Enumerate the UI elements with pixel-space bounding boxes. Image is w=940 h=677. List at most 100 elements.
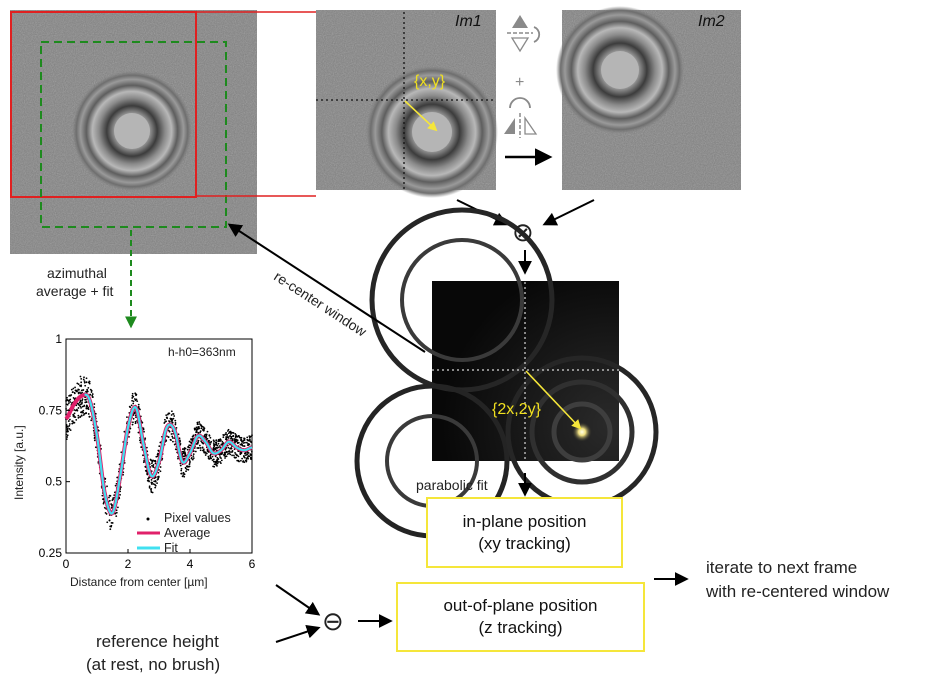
pixel-value-point xyxy=(205,452,208,455)
pixel-value-point xyxy=(66,436,69,438)
multiply-operator: ⊗ xyxy=(512,217,534,247)
inplane-line1: in-plane position xyxy=(462,512,587,531)
pixel-value-point xyxy=(157,477,160,480)
pixel-value-point xyxy=(167,429,170,432)
x-tick-label: 6 xyxy=(249,557,256,571)
pixel-value-point xyxy=(198,426,200,428)
pixel-value-point xyxy=(77,392,80,395)
pixel-value-point xyxy=(183,475,186,478)
pixel-value-point xyxy=(181,448,184,450)
outplane-line1: out-of-plane position xyxy=(443,596,598,615)
pixel-value-point xyxy=(244,452,247,454)
pixel-value-point xyxy=(213,445,216,448)
pixel-value-point xyxy=(137,431,140,434)
pixel-value-point xyxy=(85,412,87,414)
pixel-value-point xyxy=(86,390,89,393)
pixel-value-point xyxy=(215,461,217,463)
pixel-value-point xyxy=(238,460,240,463)
pixel-value-point xyxy=(235,434,238,437)
pixel-value-point xyxy=(87,386,90,389)
iterate-label-line1: iterate to next frame xyxy=(706,558,858,577)
pixel-value-point xyxy=(187,446,190,449)
pixel-value-point xyxy=(236,459,239,462)
pixel-value-point xyxy=(79,415,82,418)
pixel-value-point xyxy=(85,407,88,410)
pixel-value-point xyxy=(134,422,137,425)
pixel-value-point xyxy=(133,398,136,400)
pixel-value-point xyxy=(153,483,156,486)
pixel-value-point xyxy=(80,381,83,384)
pixel-value-point xyxy=(131,392,134,395)
pixel-value-point xyxy=(157,449,160,452)
pixel-value-point xyxy=(224,433,227,436)
pixel-value-point xyxy=(188,440,191,443)
flip-horizontal-icon xyxy=(504,97,538,138)
outplane-position-box: out-of-plane position (z tracking) xyxy=(396,582,645,652)
pixel-value-point xyxy=(200,440,203,442)
pixel-value-point xyxy=(178,439,181,442)
pixel-value-point xyxy=(214,455,217,458)
pixel-value-point xyxy=(189,441,192,444)
pixel-value-point xyxy=(147,477,150,480)
pixel-value-point xyxy=(67,402,70,405)
pixel-value-point xyxy=(77,407,80,409)
pixel-value-point xyxy=(232,434,235,437)
im2-to-multiply-arrow xyxy=(542,199,595,226)
pixel-value-point xyxy=(122,473,124,476)
pixel-value-point xyxy=(135,393,138,396)
pixel-value-point xyxy=(66,429,69,432)
pixel-value-point xyxy=(198,421,201,423)
pixel-value-point xyxy=(83,380,86,383)
pixel-value-point xyxy=(68,423,71,425)
im1-label: Im1 xyxy=(455,13,482,30)
pixel-value-point xyxy=(227,435,229,438)
pixel-value-point xyxy=(82,411,85,414)
pixel-value-point xyxy=(132,402,135,405)
pixel-value-point xyxy=(128,435,130,438)
pixel-value-point xyxy=(154,486,157,489)
pixel-value-point xyxy=(150,488,152,491)
pixel-value-point xyxy=(156,455,159,458)
pixel-value-point xyxy=(166,416,168,419)
pixel-value-point xyxy=(131,394,134,397)
pixel-value-point xyxy=(200,427,203,430)
pixel-value-point xyxy=(215,439,218,442)
pixel-value-point xyxy=(212,439,215,442)
pixel-value-point xyxy=(80,411,83,414)
pixel-value-point xyxy=(108,519,111,522)
pixel-value-point xyxy=(228,452,230,455)
pixel-value-point xyxy=(231,454,234,457)
pixel-value-point xyxy=(230,451,232,454)
pixel-value-point xyxy=(69,394,72,397)
pixel-value-point xyxy=(198,444,201,447)
pixel-value-point xyxy=(159,470,162,473)
pixel-value-point xyxy=(113,491,116,494)
pixel-value-point xyxy=(249,440,252,443)
green-window-frame xyxy=(40,41,227,228)
pixel-value-point xyxy=(72,387,75,390)
pixel-value-point xyxy=(169,438,172,441)
pixel-value-point xyxy=(170,433,173,435)
pixel-value-point xyxy=(81,391,83,394)
pixel-value-point xyxy=(150,462,153,465)
pixel-value-point xyxy=(78,388,80,391)
pixel-value-point xyxy=(131,423,134,426)
pixel-value-point xyxy=(202,449,204,452)
pixel-value-point xyxy=(250,450,253,453)
pixel-value-point xyxy=(216,444,219,447)
pixel-value-point xyxy=(142,461,145,464)
im1-image xyxy=(316,10,498,198)
pixel-value-point xyxy=(204,433,207,436)
pixel-value-point xyxy=(165,414,168,416)
pixel-value-point xyxy=(172,412,174,415)
pixel-value-point xyxy=(157,475,160,478)
fit-line xyxy=(84,393,253,515)
pixel-value-point xyxy=(207,439,210,442)
pixel-value-point xyxy=(184,467,187,470)
pixel-value-point xyxy=(149,458,152,461)
pixel-value-point xyxy=(82,378,85,381)
pixel-value-point xyxy=(221,451,224,454)
pixel-value-point xyxy=(80,385,82,388)
plot-annotation: h-h0=363nm xyxy=(168,345,236,359)
